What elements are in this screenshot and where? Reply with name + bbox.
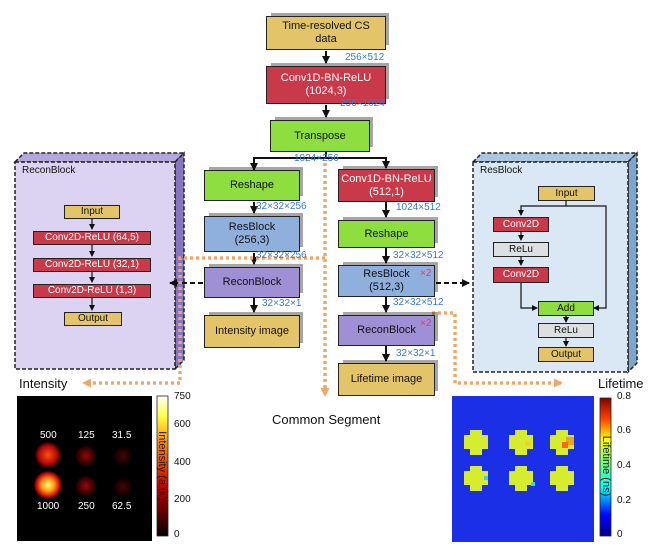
input-dim-label: 256×512 [345, 52, 385, 63]
recon-panel-layer2-box: Conv2D-ReLU (32,1) [33, 258, 151, 272]
intensity-output-box: Intensity image [204, 315, 300, 348]
reshape-left-label: Reshape [229, 179, 275, 191]
resblock-left-dim-label: 32×32×256 [256, 250, 307, 261]
input-data-box: Time-resolved CS data [266, 16, 386, 50]
res-panel-conv2-label: Conv2D [502, 269, 540, 280]
intensity-label: Intensity [19, 376, 68, 391]
intensity-tick-0: 0 [174, 529, 180, 540]
reconblock-left-box: ReconBlock [204, 267, 300, 298]
transpose-box: Transpose [270, 120, 370, 152]
recon-panel-output-label: Output [77, 313, 109, 324]
res-panel-input-box: Input [538, 186, 595, 201]
intensity-tick-200: 200 [174, 494, 191, 505]
conv1d-right-label: Conv1D-BN-ReLU (512,1) [341, 172, 432, 198]
res-panel-relu2-box: ReLu [538, 323, 594, 338]
resblock-right-label: ResBlock (512,3) [363, 268, 410, 293]
lifetime-tick-0: 0 [617, 529, 623, 540]
lifetime-colorbar-title: Lifetime (ns) [600, 435, 612, 497]
resblock-right-dim-label: 32×32×512 [393, 297, 444, 308]
intensity-colorbar-title: Intensity (a.u.) [156, 431, 168, 501]
intensity-tick-750: 750 [174, 391, 191, 402]
recon-panel-layer2-label: Conv2D-ReLU (32,1) [45, 259, 139, 270]
res-panel-add-label: Add [557, 302, 575, 314]
intensity-value-2: 125 [78, 430, 95, 441]
lifetime-tick-0.8: 0.8 [617, 391, 631, 402]
reconblock-left-dim-label: 32×32×1 [262, 298, 302, 309]
recon-panel-title: ReconBlock [22, 165, 76, 176]
conv1d-dim-label: 256×1024 [340, 98, 385, 109]
lifetime-colorbar [599, 397, 612, 537]
reconblock-left-label: ReconBlock [222, 276, 282, 288]
reconblock-right-multiplier: ×2 [420, 318, 432, 329]
lifetime-output-box: Lifetime image [338, 363, 435, 396]
recon-panel-input-box: Input [64, 205, 120, 219]
lifetime-image [452, 396, 594, 542]
intensity-value-6: 62.5 [112, 501, 132, 512]
res-panel-conv1-label: Conv2D [502, 218, 540, 230]
reconblock-right-box: ReconBlock [338, 315, 435, 346]
intensity-value-1: 500 [40, 430, 57, 441]
res-panel-title: ResBlock [480, 165, 523, 176]
reconblock-right-label: ReconBlock [357, 324, 416, 336]
conv1d-label: Conv1D-BN-ReLU (1024,3) [280, 72, 372, 97]
intensity-colorbar [156, 395, 169, 537]
intensity-image [17, 396, 152, 541]
recon-panel-input-label: Input [80, 206, 104, 217]
res-panel-relu1-label: ReLu [509, 243, 533, 255]
lifetime-label: Lifetime [598, 376, 644, 391]
recon-panel-layer1-box: Conv2D-ReLU (64,5) [33, 231, 151, 245]
lifetime-output-label: Lifetime image [350, 373, 423, 385]
res-panel-relu1-box: ReLu [493, 242, 549, 257]
resblock-right-box: ResBlock (512,3) [338, 265, 435, 297]
reconblock-right-dim-label: 32×32×1 [396, 348, 436, 359]
reshape-right-label: Reshape [364, 227, 409, 240]
recon-panel-output-box: Output [64, 312, 122, 326]
conv1d-right-dim-label: 1024×512 [396, 202, 441, 213]
res-panel-output-box: Output [538, 347, 594, 362]
lifetime-tick-0.4: 0.4 [617, 460, 631, 471]
resblock-right-multiplier: ×2 [420, 268, 432, 279]
res-panel-add-box: Add [538, 301, 594, 316]
resblock-left-box: ResBlock (256,3) [204, 216, 300, 252]
common-segment-label: Common Segment [272, 412, 381, 427]
conv1d-right-box: Conv1D-BN-ReLU (512,1) [338, 169, 435, 202]
res-panel-input-label: Input [555, 187, 578, 199]
intensity-value-5: 250 [78, 501, 95, 512]
res-panel-conv2-box: Conv2D [493, 267, 549, 283]
reshape-right-box: Reshape [338, 220, 435, 248]
reshape-left-box: Reshape [204, 170, 300, 201]
resblock-left-label: ResBlock (256,3) [228, 221, 276, 246]
transpose-dim-label: 1024×256 [294, 153, 339, 164]
reshape-left-dim-label: 32×32×256 [256, 201, 307, 212]
intensity-output-label: Intensity image [215, 325, 289, 337]
recon-panel-layer1-label: Conv2D-ReLU (64,5) [45, 232, 139, 243]
res-panel-conv1-box: Conv2D [493, 217, 549, 232]
lifetime-tick-0.2: 0.2 [617, 495, 631, 506]
intensity-value-3: 31.5 [112, 430, 132, 441]
recon-panel-layer3-label: Conv2D-ReLU (1,3) [47, 285, 137, 296]
intensity-tick-400: 400 [174, 457, 191, 468]
input-data-label: Time-resolved CS data [282, 20, 370, 45]
res-panel-output-label: Output [550, 348, 582, 360]
conv1d-box: Conv1D-BN-ReLU (1024,3) [266, 66, 386, 104]
intensity-tick-600: 600 [174, 419, 191, 430]
intensity-value-4: 1000 [37, 501, 60, 512]
reshape-right-dim-label: 32×32×512 [393, 250, 444, 261]
lifetime-tick-0.6: 0.6 [617, 425, 631, 436]
res-panel-relu2-label: ReLu [554, 324, 578, 336]
recon-panel-layer3-box: Conv2D-ReLU (1,3) [33, 284, 151, 298]
transpose-label: Transpose [294, 129, 346, 142]
